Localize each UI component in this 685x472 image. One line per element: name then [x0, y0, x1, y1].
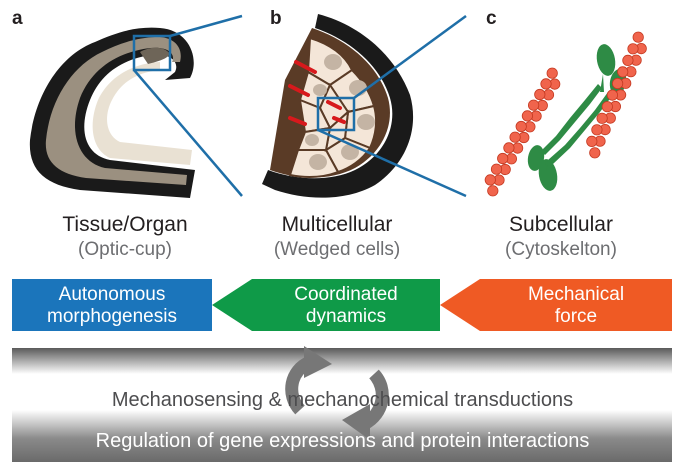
zoom-box-a [132, 34, 172, 72]
banner-label-coordinated-dynamics: Coordinated dynamics [252, 284, 440, 328]
actin-bead [540, 78, 552, 90]
actin-bead [497, 152, 509, 165]
actin-bead [487, 185, 499, 197]
actin-bead [606, 89, 619, 101]
level-subtitle-cytoskeleton: (Cytoskelton) [505, 239, 617, 260]
banner-mechanical-force [440, 279, 672, 331]
gradient-bar-bottom [12, 410, 672, 462]
actin-bead [601, 101, 613, 113]
banner-autonomous-morphogenesis [12, 279, 212, 331]
banner-label-left-line1: Autonomous [58, 284, 166, 305]
banner-label-left-line2: morphogenesis [47, 306, 177, 327]
banner-label-right-line1: Mechanical [527, 284, 625, 305]
gene-regulation-caption: Regulation of gene expressions and prote… [95, 430, 590, 452]
actin-bead [611, 77, 624, 90]
actin-bead [503, 142, 515, 154]
actin-bead [484, 174, 496, 186]
banner-label-middle-line1: Coordinated [294, 284, 398, 305]
wedged-cells-illustration [262, 14, 414, 198]
actin-bead [509, 131, 521, 143]
gradient-bar-top [12, 348, 672, 374]
cycle-arrowhead-lower [342, 404, 370, 440]
optic-cup-illustration [29, 27, 195, 198]
level-subtitle-wedged-cells: (Wedged cells) [273, 239, 401, 260]
level-title-multicellular: Multicellular [281, 213, 393, 236]
actin-bead [632, 31, 644, 43]
actin-bead [596, 112, 608, 124]
actin-bead [521, 110, 534, 122]
panel-label-a: a [12, 8, 23, 29]
panel-label-c: c [486, 8, 497, 29]
banner-label-autonomous-morphogenesis: Autonomous morphogenesis [12, 284, 212, 328]
zoom-line-b-bottom [317, 128, 467, 198]
actin-bead [527, 99, 540, 111]
actin-bead [534, 88, 546, 101]
actin-bead [617, 66, 629, 78]
banner-label-right-line2: force [554, 306, 598, 327]
actin-bead [490, 163, 503, 175]
actin-filament-left [484, 67, 561, 197]
panel-label-b: b [270, 8, 282, 29]
actin-bead [589, 147, 601, 159]
transduction-caption: Mechanosensing & mechanochemical transdu… [111, 389, 574, 411]
actin-bead [586, 135, 598, 147]
zoom-line-b-top [353, 14, 467, 100]
actin-filament-right [586, 31, 647, 159]
level-title-subcellular: Subcellular [509, 213, 613, 236]
actin-bead [546, 67, 558, 79]
actin-bead [627, 43, 639, 55]
level-title-tissue-organ: Tissue/Organ [62, 213, 188, 236]
level-subtitle-optic-cup: (Optic-cup) [78, 239, 172, 260]
zoom-line-a-top [169, 14, 243, 38]
cytoskeleton-illustration [484, 31, 647, 197]
actin-bead [591, 124, 603, 136]
actin-bead [515, 120, 527, 133]
cycle-arrowhead-upper [304, 346, 332, 378]
actin-bead [622, 54, 634, 67]
banner-label-mechanical-force: Mechanical force [480, 284, 672, 328]
banner-coordinated-dynamics [212, 279, 440, 331]
banner-label-middle-line2: dynamics [305, 306, 387, 327]
zoom-box-b [316, 96, 356, 132]
zoom-line-a-bottom [133, 69, 243, 197]
